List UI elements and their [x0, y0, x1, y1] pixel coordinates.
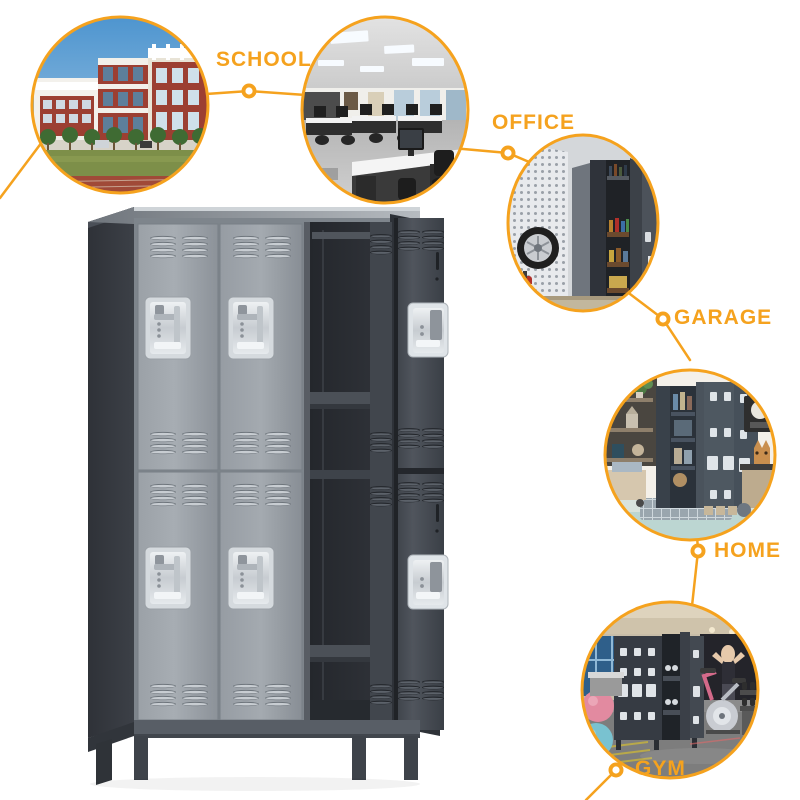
connector-school-tail: [0, 140, 44, 200]
gym-spin-bike: [700, 668, 746, 734]
gym-wall-poster: [712, 645, 745, 700]
callout-label-garage: GARAGE: [674, 306, 773, 329]
callout-ring-home: [603, 368, 777, 542]
connector-dots: [241, 83, 706, 778]
callout-label-gym: GYM: [635, 757, 686, 780]
locker-leg: [352, 736, 366, 780]
callout-photo-office: [302, 17, 468, 203]
locker-door-col4[interactable]: [370, 222, 392, 724]
locker-leg: [134, 736, 148, 780]
locker-leg: [404, 736, 418, 780]
locker-door-col2-upper[interactable]: [219, 223, 303, 471]
locker-open-door[interactable]: [390, 214, 449, 736]
callout-label-home: HOME: [714, 539, 781, 562]
callout-ring-office: [300, 15, 470, 205]
callout-ring-school: [30, 15, 210, 195]
callout-label-school: SCHOOL: [216, 48, 312, 71]
callout-label-office: OFFICE: [492, 111, 575, 134]
locker-legs: [90, 736, 420, 791]
callout-ring-gym: [580, 600, 760, 780]
locker-leg: [96, 739, 112, 785]
locker-door-col1-upper[interactable]: [137, 223, 219, 471]
callout-ring-garage: [506, 133, 660, 313]
